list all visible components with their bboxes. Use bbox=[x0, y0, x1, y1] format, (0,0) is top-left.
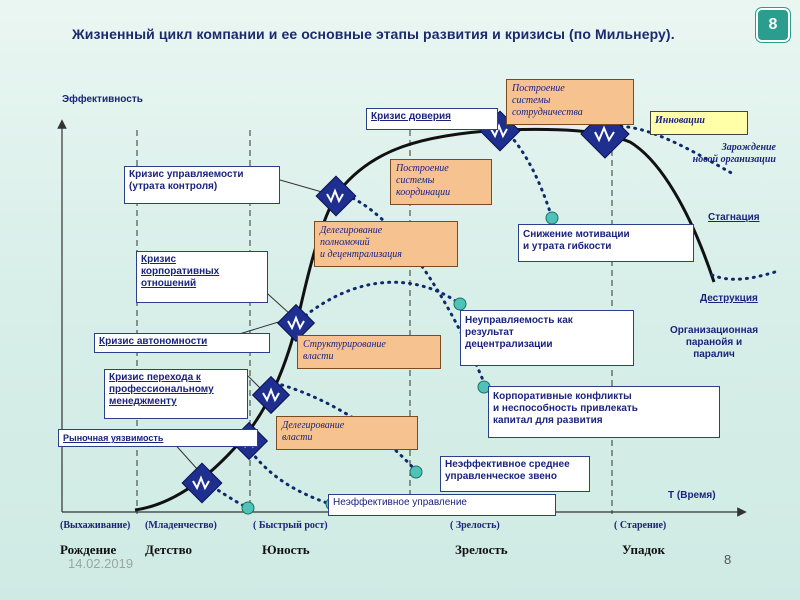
stage-birth: Рождение bbox=[60, 542, 117, 557]
stage-childhood: Детство bbox=[145, 542, 193, 557]
uncontrollability-box: Неуправляемость как результат децентрали… bbox=[460, 310, 634, 366]
crisis-marker-4 bbox=[276, 303, 316, 343]
innovations-box: Инновации bbox=[650, 111, 748, 135]
stage-maturity: Зрелость bbox=[455, 542, 508, 557]
sub-stage-nursing: (Выхаживание) bbox=[60, 520, 131, 531]
x-axis-label: Т (Время) bbox=[668, 490, 716, 501]
ineffective-management-box: Неэффективное управление bbox=[328, 494, 556, 516]
collaboration-systems-box: Построение системы сотрудничества bbox=[506, 79, 634, 125]
footer-page-number: 8 bbox=[724, 552, 732, 567]
delegating-power-box: Делегирование власти bbox=[276, 416, 418, 450]
sub-stage-infancy: (Младенчество) bbox=[145, 520, 217, 531]
corporate-relations-box: Кризис корпоративных отношений bbox=[136, 251, 268, 303]
corporate-conflicts-box: Корпоративные конфликты и неспособность … bbox=[488, 386, 720, 438]
controllability-crisis-box: Кризис управляемости (утрата контроля) bbox=[124, 166, 280, 204]
autonomy-crisis-box: Кризис автономности bbox=[94, 333, 270, 353]
paranoia-label: Организационная паранойя и паралич bbox=[669, 325, 759, 360]
sub-stage-maturity: ( Зрелость) bbox=[450, 520, 500, 531]
market-vulnerability-box: Рыночная уязвимость bbox=[58, 429, 258, 447]
sub-stage-aging: ( Старение) bbox=[614, 520, 667, 531]
footer-date: 14.02.2019 bbox=[68, 556, 134, 571]
crisis-marker-3 bbox=[251, 375, 291, 415]
new-org-label: Зарождение новой организации bbox=[692, 142, 776, 165]
trust-crisis-box: Кризис доверия bbox=[366, 108, 498, 130]
coordination-systems-box: Построение системы координации bbox=[390, 159, 492, 205]
stage-decline: Упадок bbox=[622, 542, 666, 557]
y-axis-label: Эффективность bbox=[62, 94, 143, 105]
page-title: Жизненный цикл компании и ее основные эт… bbox=[72, 26, 675, 42]
destruction-label: Деструкция bbox=[700, 293, 758, 304]
stagnation-label: Стагнация bbox=[708, 212, 760, 223]
transition-crisis-box: Кризис перехода к профессиональному мене… bbox=[104, 369, 248, 419]
crisis-marker-5 bbox=[315, 175, 357, 217]
delegating-authority-box: Делегирование полномочий и децентрализац… bbox=[314, 221, 458, 267]
ineffective-middle-box: Неэффективное среднее управленческое зве… bbox=[440, 456, 590, 492]
structuring-power-box: Структурирование власти bbox=[297, 335, 441, 369]
slide-number-badge: 8 bbox=[756, 8, 790, 42]
sub-stage-rapid-growth: ( Быстрый рост) bbox=[253, 520, 328, 531]
motivation-decline-box: Снижение мотивации и утрата гибкости bbox=[518, 224, 694, 262]
stage-youth: Юность bbox=[262, 542, 310, 557]
crisis-marker-1 bbox=[181, 462, 223, 504]
